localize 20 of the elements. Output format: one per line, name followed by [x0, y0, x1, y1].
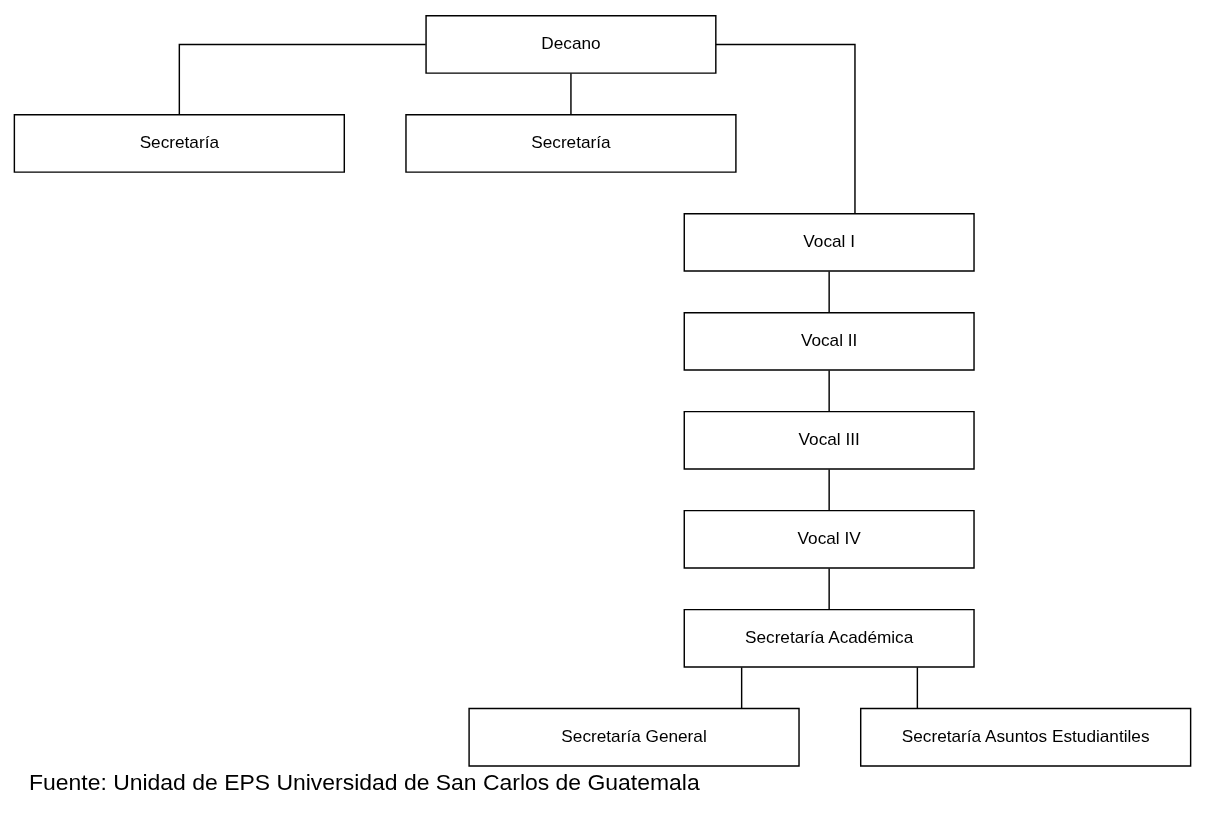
node-box: Vocal I	[683, 212, 975, 272]
connector	[828, 468, 830, 511]
connector	[916, 666, 919, 709]
caption: Fuente: Unidad de EPS Universidad de San Carlos de Guatemala	[29, 769, 700, 796]
connector	[740, 666, 743, 709]
node-box: Vocal III	[683, 410, 975, 470]
node-box: Decano	[425, 15, 717, 74]
node-box: Secretaría Asuntos Estudiantiles	[860, 707, 1192, 767]
node-box: Secretaría	[13, 114, 345, 173]
node-box: Vocal IV	[683, 509, 975, 569]
connector	[828, 567, 830, 610]
connector	[828, 270, 830, 313]
connector	[178, 43, 427, 115]
node-box: Secretaría Académica	[683, 608, 975, 668]
connector	[570, 72, 572, 115]
node-box: Secretaría	[405, 114, 737, 173]
node-box: Secretaría General	[468, 707, 800, 767]
connector	[715, 43, 856, 215]
node-box: Vocal II	[683, 311, 975, 371]
connector	[828, 369, 830, 412]
